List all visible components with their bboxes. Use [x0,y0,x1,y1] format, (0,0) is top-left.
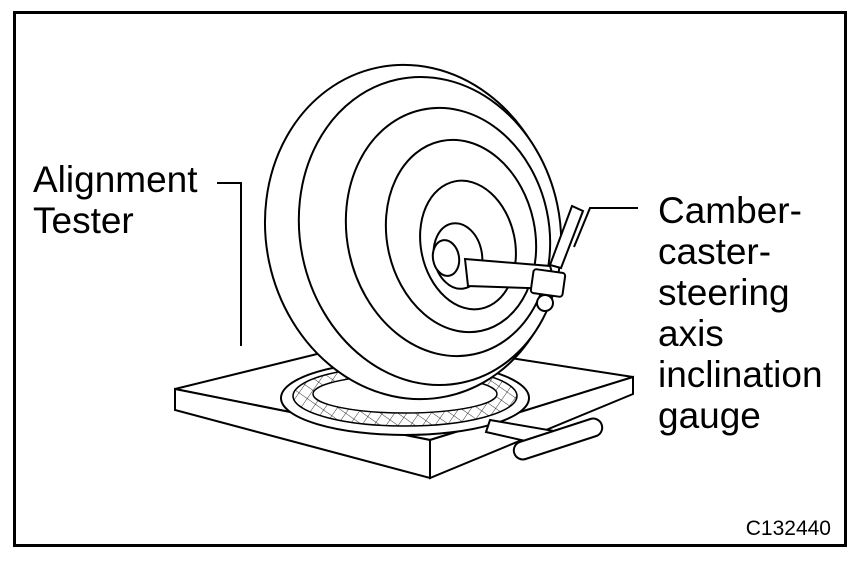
alignment-tester-label: Alignment Tester [33,159,198,241]
camber-gauge-label-line: Camber- [658,190,802,231]
leader-lines [217,182,638,346]
alignment-tester-label-line: Tester [33,200,134,241]
camber-gauge-label-line: gauge [658,395,761,436]
camber-gauge-label-line: inclination [658,354,823,395]
camber-caster-gauge-label: Camber- caster- steering axis inclinatio… [658,190,823,436]
camber-gauge-label-line: steering [658,272,790,313]
turntable-pointer [484,417,604,461]
camber-gauge-label-line: axis [658,313,724,354]
alignment-tester-label-line: Alignment [33,159,198,200]
camber-gauge-device [431,204,585,312]
figure-code: C132440 [745,517,831,540]
camber-gauge-label-line: caster- [658,231,772,272]
tire [263,63,563,401]
